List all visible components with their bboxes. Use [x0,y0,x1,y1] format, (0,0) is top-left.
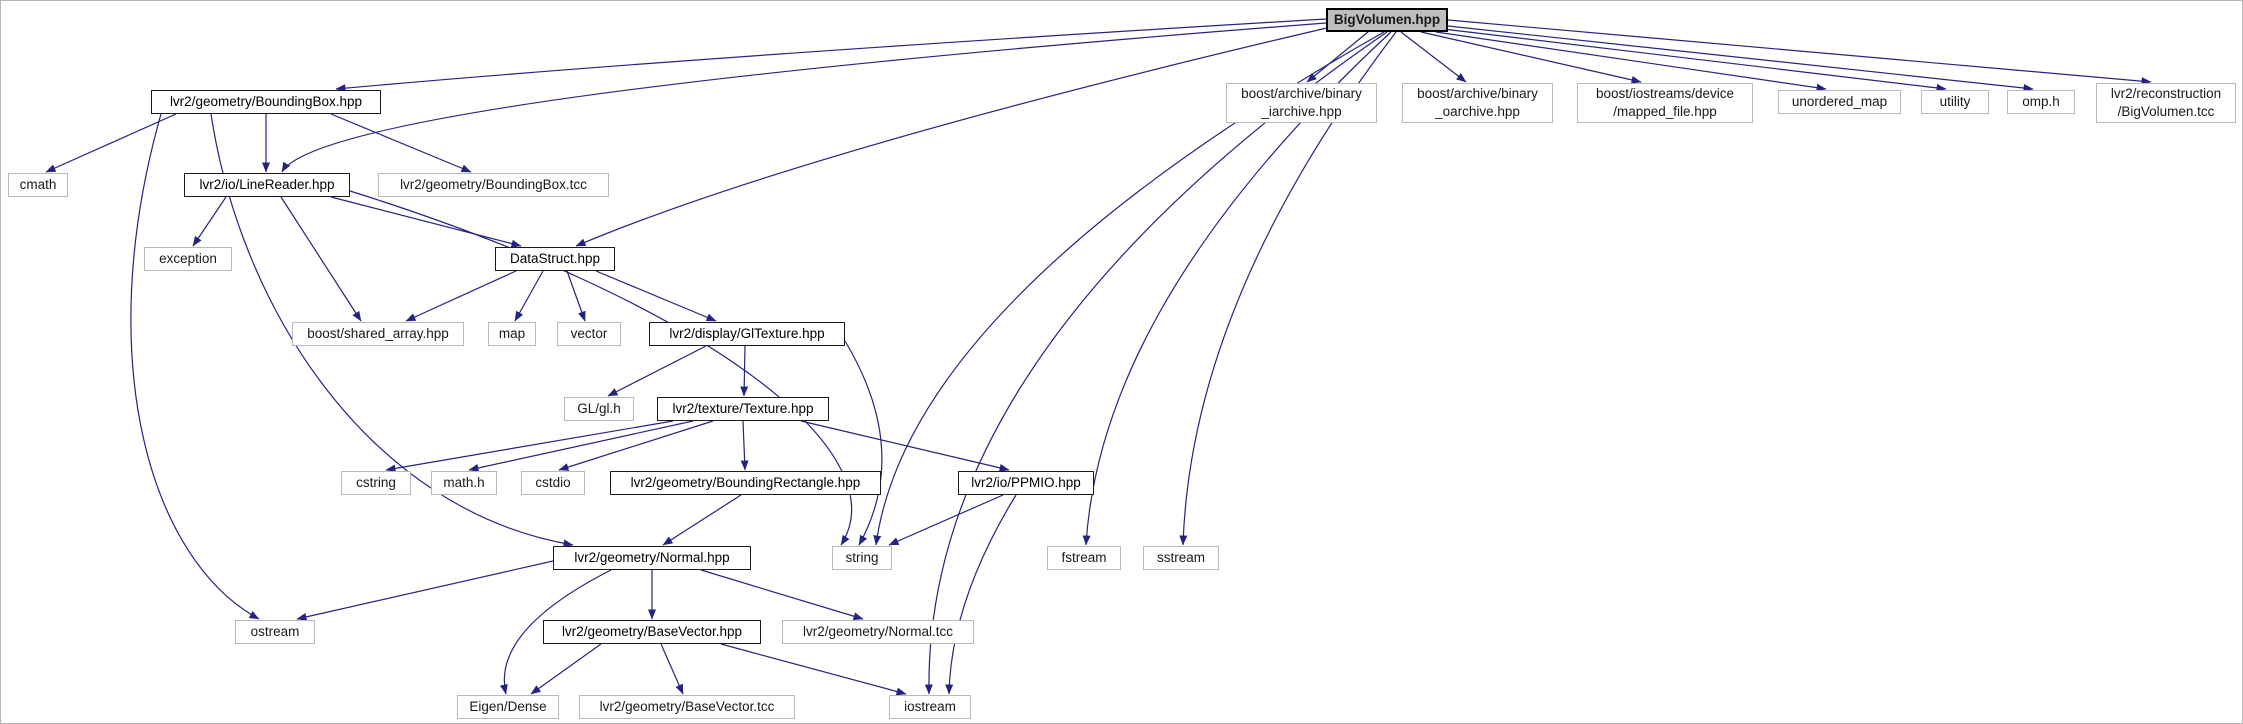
node-gltexture-hpp[interactable]: lvr2/display/GlTexture.hpp [649,322,845,346]
edge-boundingbox_hpp-to-boundingbox_tcc [330,113,472,173]
node-binary-iarchive-hpp: boost/archive/binary _iarchive.hpp [1226,83,1377,123]
edge-bigvolumen_hpp-to-utility [1442,28,1947,92]
edge-normal_hpp-to-normal_tcc [700,569,864,621]
edge-basevector_hpp-to-iostream [720,643,907,696]
node-cmath: cmath [8,173,68,197]
node-gl-gl-h: GL/gl.h [564,397,634,421]
edge-texture_hpp-to-cstring [385,420,674,473]
edge-boundingrectangle_hpp-to-normal_hpp [662,494,742,546]
edge-bigvolumen_hpp-to-datastruct_hpp [575,26,1332,247]
edge-bigvolumen_hpp-to-linereader_hpp [281,22,1327,173]
edge-texture_hpp-to-cstdio [558,420,714,471]
edge-ppmio_hpp-to-string [888,494,1004,546]
node-basevector-tcc: lvr2/geometry/BaseVector.tcc [579,695,795,719]
node-sstream: sstream [1143,546,1219,570]
edge-boundingbox_hpp-to-normal_hpp [210,113,574,548]
edge-texture_hpp-to-math_h [468,420,694,472]
edge-datastruct_hpp-to-shared_array_hpp [405,270,517,322]
node-basevector-hpp[interactable]: lvr2/geometry/BaseVector.hpp [543,620,761,644]
node-boundingbox-hpp[interactable]: lvr2/geometry/BoundingBox.hpp [151,90,381,114]
node-cstdio: cstdio [521,471,585,495]
edge-bigvolumen_hpp-to-binary_oarchive_hpp [1400,31,1467,83]
edge-datastruct_hpp-to-gltexture_hpp [595,270,717,322]
node-binary-oarchive-hpp: boost/archive/binary _oarchive.hpp [1402,83,1553,123]
edge-texture_hpp-to-ppmio_hpp [800,420,1010,472]
node-bigvolumen-tcc: lvr2/reconstruction /BigVolumen.tcc [2096,83,2236,123]
node-unordered-map: unordered_map [1778,90,1901,114]
node-ppmio-hpp[interactable]: lvr2/io/PPMIO.hpp [958,471,1094,495]
node-utility: utility [1921,90,1989,114]
edge-basevector_hpp-to-eigen_dense [530,643,602,695]
edge-datastruct_hpp-to-map [514,270,544,322]
node-math-h: math.h [431,471,497,495]
edge-bigvolumen_hpp-to-iostream [924,31,1388,695]
edge-boundingbox_hpp-to-cmath [45,113,177,173]
node-vector: vector [557,322,621,346]
edge-ppmio_hpp-to-iostream [945,494,1017,695]
node-texture-hpp[interactable]: lvr2/texture/Texture.hpp [657,397,829,421]
edge-gltexture_hpp-to-string [844,340,883,546]
edge-datastruct_hpp-to-vector [566,270,586,322]
edge-bigvolumen_hpp-to-mapped_file_hpp [1420,31,1642,84]
node-cstring: cstring [341,471,411,495]
node-ostream: ostream [235,620,315,644]
node-exception: exception [144,247,232,271]
edge-linereader_hpp-to-datastruct_hpp [330,196,522,248]
edge-texture_hpp-to-boundingrectangle_hpp [740,420,749,471]
node-normal-hpp[interactable]: lvr2/geometry/Normal.hpp [553,546,751,570]
edge-bigvolumen_hpp-to-omp_h [1447,25,2034,92]
node-datastruct-hpp[interactable]: DataStruct.hpp [495,247,615,271]
node-normal-tcc: lvr2/geometry/Normal.tcc [782,620,974,644]
node-linereader-hpp[interactable]: lvr2/io/LineReader.hpp [184,173,350,197]
node-shared-array-hpp: boost/shared_array.hpp [292,322,464,346]
edge-normal_hpp-to-eigen_dense [499,569,612,695]
node-iostream: iostream [889,695,971,719]
node-map: map [488,322,536,346]
edge-linereader_hpp-to-string [349,190,853,546]
edge-bigvolumen_hpp-to-boundingbox_hpp [335,18,1327,93]
edge-gltexture_hpp-to-gl_gl_h [607,345,707,397]
edge-bigvolumen_hpp-to-unordered_map [1435,31,1827,92]
edge-gltexture_hpp-to-texture_hpp [740,345,749,397]
edge-boundingbox_hpp-to-ostream [130,113,260,620]
node-boundingrectangle-hpp[interactable]: lvr2/geometry/BoundingRectangle.hpp [610,471,881,495]
edge-bigvolumen_hpp-to-bigvolumen_tcc [1447,19,2152,86]
edge-linereader_hpp-to-shared_array_hpp [280,196,362,322]
node-omp-h: omp.h [2007,90,2075,114]
node-mapped-file-hpp: boost/iostreams/device /mapped_file.hpp [1577,83,1753,123]
edge-linereader_hpp-to-exception [192,196,227,247]
node-boundingbox-tcc: lvr2/geometry/BoundingBox.tcc [378,173,609,197]
node-string: string [832,546,892,570]
edge-basevector_hpp-to-basevector_tcc [660,643,684,695]
node-eigen-dense: Eigen/Dense [457,695,559,719]
node-bigvolumen-hpp: BigVolumen.hpp [1326,8,1448,32]
node-fstream: fstream [1047,546,1121,570]
edge-normal_hpp-to-ostream [296,560,554,621]
edge-bigvolumen_hpp-to-binary_iarchive_hpp [1306,31,1369,83]
